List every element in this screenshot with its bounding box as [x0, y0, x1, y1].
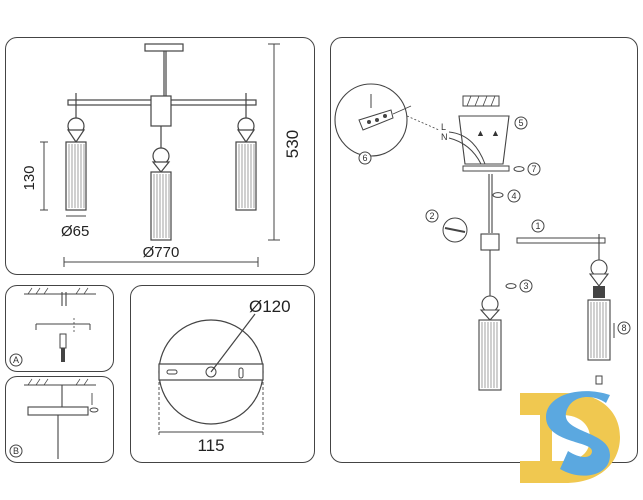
- step-5-badge: [514, 116, 528, 130]
- svg-text:8: 8: [621, 323, 626, 333]
- chandelier-dimension-drawing: 530 130 Ø65 Ø770: [21, 43, 302, 267]
- canopy-panel: Ø120 115: [130, 285, 315, 463]
- svg-text:▲: ▲: [476, 128, 485, 138]
- height-total-label: 530: [283, 130, 302, 158]
- canopy-dimension-drawing: Ø120 115: [158, 297, 291, 455]
- step-1-badge: [531, 219, 545, 233]
- step-6-badge: [358, 151, 372, 165]
- step-a-drawing: A: [9, 287, 96, 367]
- dimensions-panel: 530 130 Ø65 Ø770: [5, 37, 315, 275]
- svg-text:6: 6: [362, 153, 367, 163]
- wire-l-label: L: [441, 122, 446, 132]
- step-3-badge: [519, 279, 533, 293]
- wire-n-label: N: [441, 132, 448, 142]
- step-a-panel: A: [5, 285, 114, 372]
- step-b-label: B: [13, 446, 19, 456]
- canopy-diameter-label: Ø120: [249, 297, 291, 316]
- step-4-badge: [507, 189, 521, 203]
- shade-diameter-label: Ø65: [61, 223, 89, 240]
- span-diameter-label: Ø770: [143, 244, 180, 261]
- bracket-width-label: 115: [197, 436, 224, 455]
- center-hub: [150, 95, 172, 127]
- step-b-panel: B: [5, 376, 114, 463]
- step-2-badge: [425, 209, 439, 223]
- svg-text:5: 5: [518, 118, 523, 128]
- svg-text:1: 1: [535, 221, 540, 231]
- svg-text:4: 4: [511, 191, 516, 201]
- pendant-shade: [478, 319, 502, 391]
- svg-text:3: 3: [523, 281, 528, 291]
- mounting-bracket: [462, 165, 510, 172]
- shade-height-label: 130: [21, 165, 38, 190]
- step-7-badge: [527, 162, 541, 176]
- ceiling-canopy: [144, 43, 184, 52]
- ds-watermark-logo: DS: [520, 391, 620, 483]
- side-arm: [516, 237, 606, 244]
- installation-steps-drawing: 6 ▲ ▲ L N 5 7 4 2 3: [334, 83, 631, 391]
- step-b-drawing: B: [9, 378, 99, 459]
- hub-block: [480, 233, 500, 251]
- side-shade: [587, 299, 611, 361]
- step-8-badge: [617, 321, 631, 335]
- svg-text:2: 2: [429, 211, 434, 221]
- svg-text:▲: ▲: [491, 128, 500, 138]
- canopy-box: [458, 115, 510, 165]
- step-a-label: A: [13, 355, 19, 365]
- svg-text:7: 7: [531, 164, 536, 174]
